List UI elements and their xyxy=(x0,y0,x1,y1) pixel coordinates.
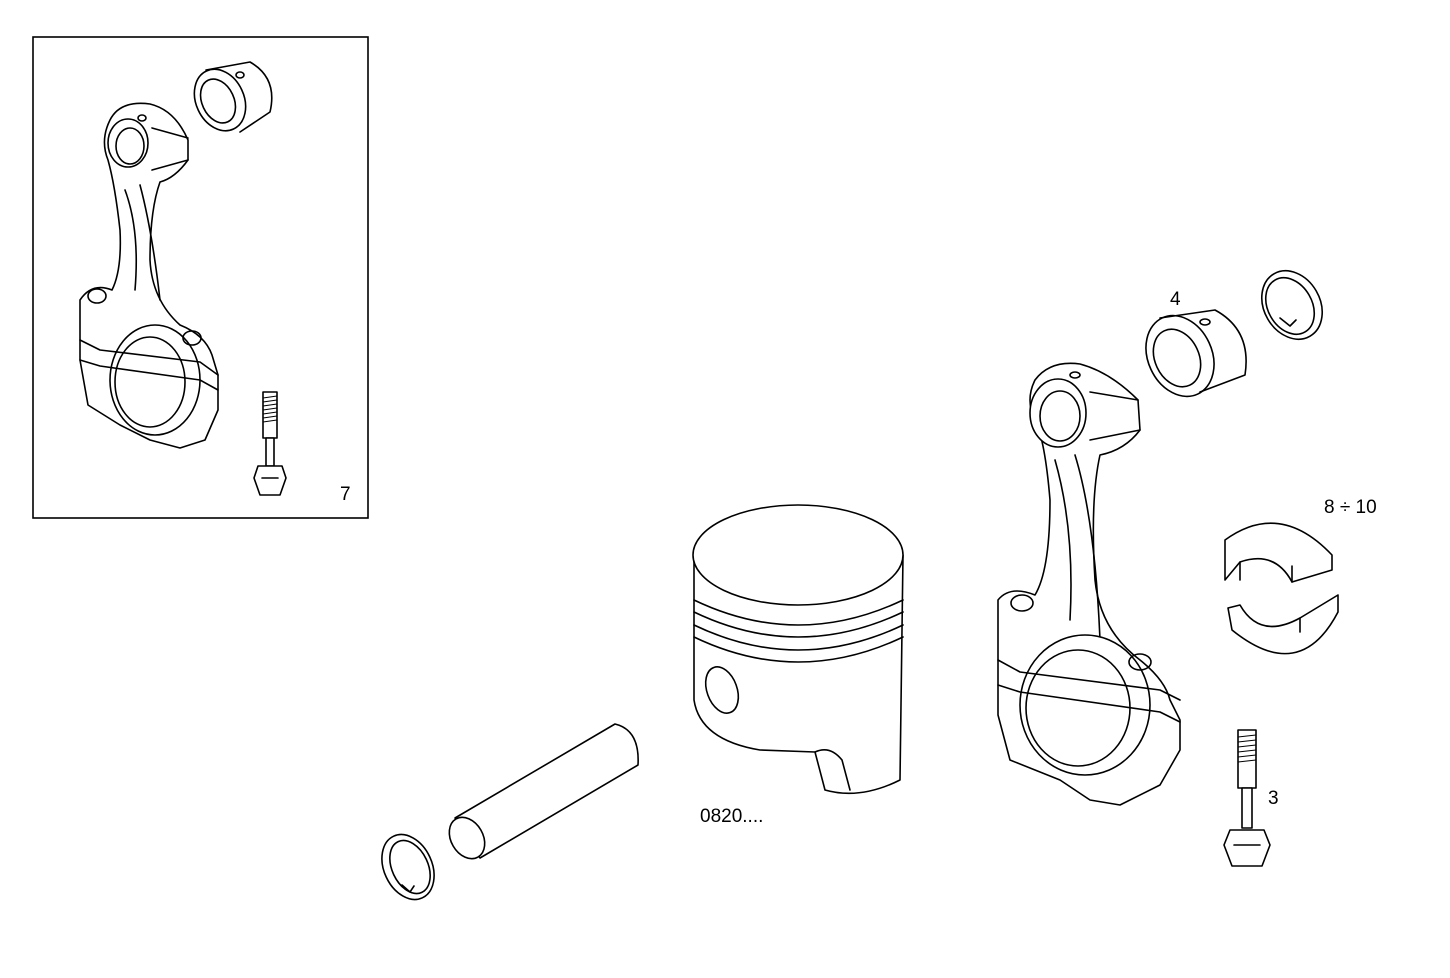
callout-3: 3 xyxy=(1268,788,1279,809)
connecting-rod-bolt-icon xyxy=(1223,729,1271,867)
callout-4: 4 xyxy=(1170,289,1181,310)
inset-bolt-icon xyxy=(253,391,287,496)
connecting-rod-icon xyxy=(997,362,1181,806)
piston-icon xyxy=(692,504,904,795)
callout-7: 7 xyxy=(340,484,351,505)
circlip-left-icon xyxy=(381,833,435,901)
circlip-right-icon xyxy=(1261,270,1323,340)
inset-connecting-rod-icon xyxy=(79,102,219,449)
inset-bushing-icon xyxy=(193,61,273,133)
callout-piston-code: 0820.... xyxy=(700,806,764,827)
bearing-shells-icon xyxy=(1224,522,1339,655)
piston-pin-icon xyxy=(448,723,639,860)
inset-frame xyxy=(32,36,369,519)
small-end-bushing-icon xyxy=(1145,309,1247,398)
callout-8-10: 8 ÷ 10 xyxy=(1324,497,1377,518)
